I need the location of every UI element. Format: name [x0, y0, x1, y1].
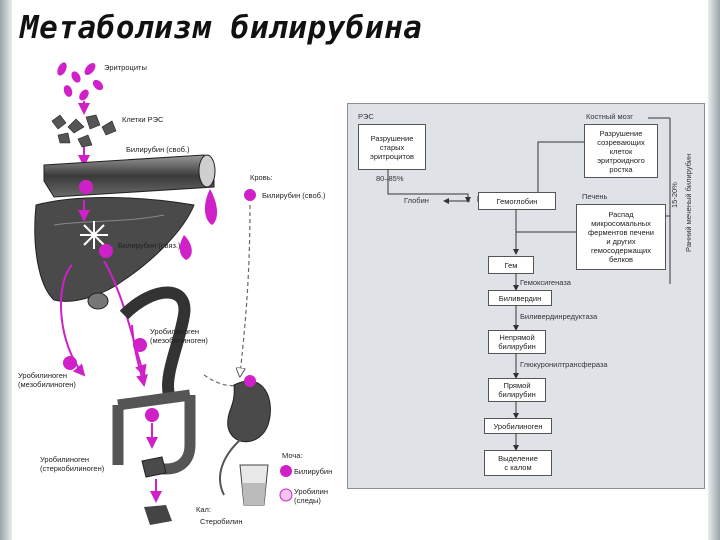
- hepatocyte-star: [80, 221, 108, 249]
- metabolism-flowchart: РЭС Разрушение старых эритроцитов 80–85%…: [347, 103, 705, 489]
- globin-label: Глобин: [404, 196, 429, 205]
- legend-urobilin-dot: [279, 488, 293, 502]
- kidney: [227, 380, 271, 443]
- intestine: [119, 286, 191, 397]
- colon: [112, 389, 196, 475]
- res-process-box: Разрушение старых эритроцитов: [358, 124, 426, 170]
- ureter: [219, 439, 241, 496]
- label-stercobilinogen: Уробилиноген (стеркобилиноген): [40, 455, 105, 473]
- label-stercobilin: Стеробилин: [200, 517, 243, 526]
- liver-label: Печень: [582, 192, 608, 201]
- kidney-bilirubin-dot: [244, 375, 256, 387]
- res-label: РЭС: [358, 112, 374, 121]
- blood-bilirubin-dot: [244, 189, 256, 201]
- bilirubin-free-dot: [79, 180, 93, 194]
- erythrocyte-cells: [57, 62, 104, 101]
- urobilinogen-box: Уробилиноген: [484, 418, 552, 434]
- label-res-cells: Клетки РЭС: [122, 115, 164, 124]
- liver: [34, 197, 195, 302]
- urine-glass: [239, 464, 269, 506]
- anatomy-drawing: [34, 62, 293, 525]
- label-urine-bilirubin: Билирубин: [294, 467, 333, 476]
- direct-bilirubin-box: Прямой билирубин: [488, 378, 546, 402]
- label-urobilinogen-liver: Уробилиноген (мезобилиноген): [18, 371, 76, 389]
- biliverdin-box: Биливердин: [488, 290, 552, 306]
- feces: [144, 505, 172, 525]
- liver-process-box: Распад микросомальных ферментов печени и…: [576, 204, 666, 270]
- slide-title: Метаболизм билирубина: [20, 10, 423, 46]
- percent-80-85: 80–85%: [376, 174, 404, 183]
- slide-left-edge: [0, 0, 12, 540]
- stercobilinogen-dot: [145, 408, 159, 422]
- legend-bilirubin-dot: [280, 465, 292, 477]
- heme-oxygenase-label: Гемоксигеназа: [520, 278, 571, 287]
- label-blood: Кровь:: [250, 173, 273, 182]
- excretion-box: Выделение с калом: [484, 450, 552, 476]
- bile-drop: [179, 235, 192, 260]
- bilirubin-bound-dot: [99, 244, 113, 258]
- early-bilirubin-label: Ранний меченый билирубин: [684, 153, 693, 252]
- marrow-process-box: Разрушение созревающих клеток эритроидно…: [584, 124, 658, 178]
- heme-box: Гем: [488, 256, 534, 274]
- bone-marrow-label: Костный мозг: [586, 112, 633, 121]
- label-urine: Моча:: [282, 451, 303, 460]
- label-bilirubin-free: Билирубин (своб.): [126, 145, 190, 154]
- slide-right-edge: [708, 0, 720, 540]
- rectum-feces: [141, 456, 167, 478]
- urobilinogen-gut-dot: [133, 338, 147, 352]
- label-erythrocytes: Эритроциты: [104, 63, 147, 72]
- label-urine-urobilin: Уробилин (следы): [294, 487, 328, 505]
- label-bilirubin-bound: Билирубин (связ.): [118, 241, 181, 250]
- label-blood-bilirubin: Билирубин (своб.): [262, 191, 326, 200]
- anatomy-diagram: Эритроциты Клетки РЭС Билирубин (своб.) …: [14, 55, 344, 535]
- hemoglobin-box: Гемоглобин: [478, 192, 556, 210]
- gallbladder: [87, 292, 109, 310]
- biliverdin-reductase-label: Биливердинредуктаза: [520, 312, 598, 321]
- percent-15-20: 15-20%: [670, 182, 679, 208]
- blood-drop: [204, 189, 218, 225]
- glucuronyltransferase-label: Глюкуронилтрансфераза: [520, 360, 608, 369]
- blood-vessel: [43, 154, 216, 198]
- label-feces: Кал:: [196, 505, 211, 514]
- urobilinogen-liver-dot: [63, 356, 77, 370]
- indirect-bilirubin-box: Непрямой билирубин: [488, 330, 546, 354]
- res-cells: [51, 114, 117, 148]
- label-urobilinogen-gut: Уробилиноген (мезобилиноген): [150, 327, 208, 345]
